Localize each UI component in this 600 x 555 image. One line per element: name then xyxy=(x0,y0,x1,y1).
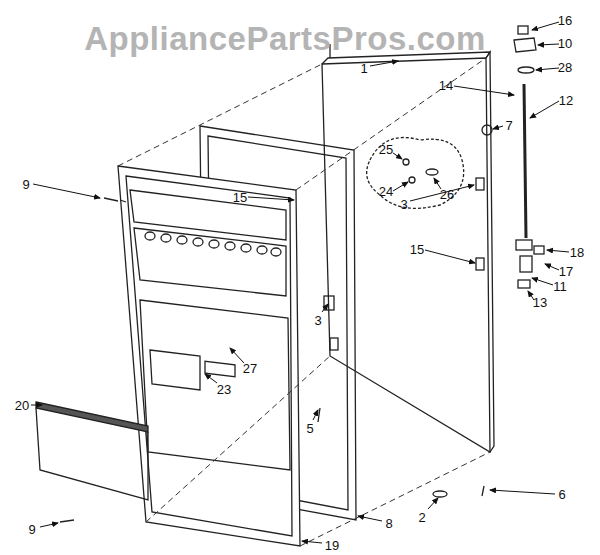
callout-number: 3 xyxy=(400,198,407,211)
callout-number: 8 xyxy=(385,517,392,530)
callout-number: 6 xyxy=(558,488,565,501)
callout-number: 9 xyxy=(28,523,35,536)
callout-number: 27 xyxy=(243,362,257,375)
callout-number: 10 xyxy=(558,37,572,50)
callout-number: 2 xyxy=(418,511,425,524)
callout-number: 5 xyxy=(306,422,313,435)
watermark: AppliancePartsPros.com xyxy=(84,22,486,55)
callout-number: 9 xyxy=(22,178,29,191)
callout-number: 17 xyxy=(559,265,573,278)
callout-number: 19 xyxy=(325,539,339,552)
callout-number: 28 xyxy=(558,61,572,74)
callout-number: 15 xyxy=(410,243,424,256)
callout-number: 24 xyxy=(379,185,393,198)
callout-number: 23 xyxy=(217,383,231,396)
callout-number: 20 xyxy=(15,399,29,412)
callout-number: 13 xyxy=(533,296,547,309)
callout-number: 14 xyxy=(439,79,453,92)
callout-number: 26 xyxy=(440,188,454,201)
callout-number: 18 xyxy=(570,246,584,259)
callout-number: 7 xyxy=(505,119,512,132)
callout-number: 3 xyxy=(314,314,321,327)
callout-number: 16 xyxy=(558,14,572,27)
callout-number: 25 xyxy=(379,143,393,156)
callout-number: 11 xyxy=(553,280,567,293)
callout-number: 12 xyxy=(559,94,573,107)
callout-number: 1 xyxy=(360,62,367,75)
callout-number: 15 xyxy=(233,191,247,204)
